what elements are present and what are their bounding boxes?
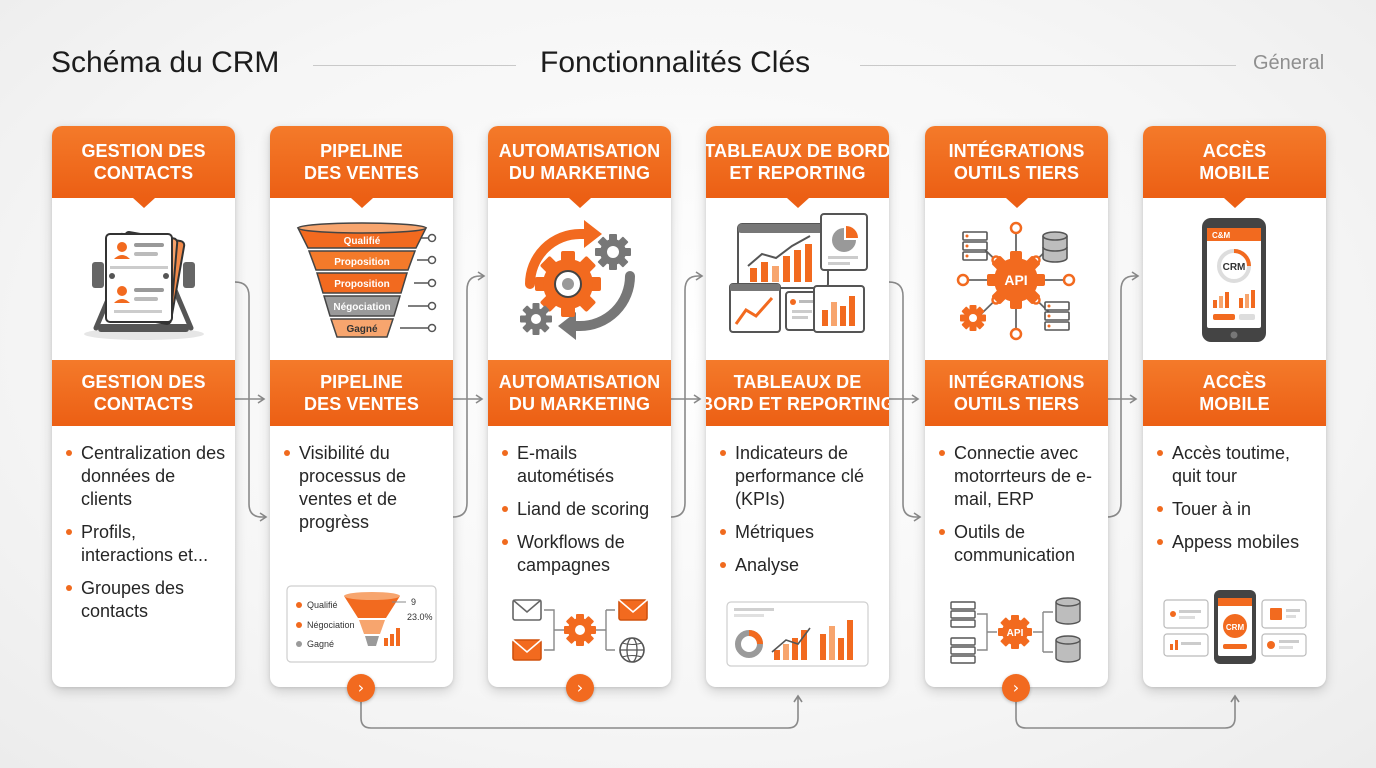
list-item: Outils de communication (939, 521, 1101, 567)
card-label: GESTION DES CONTACTS (52, 360, 235, 426)
header-divider-right (860, 65, 1236, 66)
list-item: Profils, interactions et... (66, 521, 228, 567)
sales-funnel-icon: Qualifié Proposition Proposition Négocia… (296, 222, 437, 338)
list-item: Métriques (720, 521, 882, 544)
card-title: PIPELINE DES VENTES (270, 126, 453, 208)
mini-funnel-report-icon: Qualifié Négociation Gagné 9 23.0% (286, 585, 437, 663)
connector-5-6-lower (1106, 271, 1140, 518)
card-label: AUTOMATISATION DU MARKETING (488, 360, 671, 426)
funnel-stage-label: Qualifié (344, 236, 381, 247)
connector-2-3-lower (452, 271, 486, 518)
mini-mobile-devices-icon: CRM (1163, 590, 1307, 664)
general-label: Géneral (1253, 52, 1325, 74)
card-label: PIPELINE DES VENTES (270, 360, 453, 426)
mini-stage-label: Gagné (307, 639, 334, 649)
next-arrow-button[interactable]: › (566, 674, 594, 702)
connector-4-5-upper (888, 281, 922, 522)
card-integrations-outils: INTÉGRATIONS OUTILS TIERS (925, 126, 1108, 687)
mini-api-integration-icon: API (950, 597, 1081, 664)
mini-stage-label: Négociation (307, 620, 355, 630)
card-pipeline-ventes: PIPELINE DES VENTES Qualifié Proposition… (270, 126, 453, 687)
card-label: TABLEAUX DE BORD ET REPORTING (706, 360, 889, 426)
card-title: INTÉGRATIONS OUTILS TIERS (925, 126, 1108, 208)
card-label: INTÉGRATIONS OUTILS TIERS (925, 360, 1108, 426)
feature-list: Indicateurs de performance clé (KPIs) Mé… (720, 442, 882, 587)
section-title: Fonctionnalités Clés (540, 46, 811, 79)
funnel-stage-label: Gagné (346, 324, 378, 335)
funnel-stage-label: Proposition (334, 279, 390, 290)
card-title: TABLEAUX DE BORD ET REPORTING (706, 126, 889, 208)
phone-header-label: C&M (1212, 231, 1231, 240)
list-item: Accès toutime, quit tour (1157, 442, 1319, 488)
list-item: Analyse (720, 554, 882, 577)
phone-crm-label: CRM (1223, 262, 1246, 273)
next-arrow-button[interactable]: › (1002, 674, 1030, 702)
list-item: Groupes des contacts (66, 577, 228, 623)
rolodex-icon (84, 231, 204, 340)
list-item: Indicateurs de performance clé (KPIs) (720, 442, 882, 511)
list-item: Appess mobiles (1157, 531, 1319, 554)
card-title: GESTION DES CONTACTS (52, 126, 235, 208)
list-item: Workflows de campagnes (502, 531, 664, 577)
api-label: API (1004, 272, 1027, 288)
mini-phone-crm-label: CRM (1226, 623, 1245, 632)
loop-connector-integration-mobile (1015, 694, 1240, 729)
card-label: ACCÈS MOBILE (1143, 360, 1326, 426)
list-item: E-mails autométisés (502, 442, 664, 488)
feature-list: Accès toutime, quit tour Touer à in Appe… (1157, 442, 1319, 564)
smartphone-icon: C&M CRM (1202, 218, 1266, 342)
loop-connector-pipeline-reporting (360, 694, 803, 729)
card-title: AUTOMATISATION DU MARKETING (488, 126, 671, 208)
list-item: Touer à in (1157, 498, 1319, 521)
connector-3-4-lower (670, 271, 704, 518)
next-arrow-button[interactable]: › (347, 674, 375, 702)
card-tableaux-reporting: TABLEAUX DE BORD ET REPORTING TABLEAUX D… (706, 126, 889, 687)
feature-list: Connectie avec motorrteurs de e-mail, ER… (939, 442, 1101, 577)
page-title: Schéma du CRM (51, 46, 280, 79)
funnel-stage-label: Négociation (333, 302, 390, 313)
mini-stage-label: Qualifié (307, 600, 338, 610)
list-item: Centralization des données de clients (66, 442, 228, 511)
feature-list: E-mails autométisés Liand de scoring Wor… (502, 442, 664, 587)
mini-dashboard-icon (726, 601, 869, 667)
card-acces-mobile: ACCÈS MOBILE C&M CRM ACCÈS MOBILE Accès … (1143, 126, 1326, 687)
feature-list: Centralization des données de clients Pr… (66, 442, 228, 633)
api-network-icon: API (956, 221, 1076, 341)
gears-icon (520, 220, 635, 340)
dashboard-charts-icon (729, 213, 868, 333)
feature-list: Visibilité du processus de ventes et de … (284, 442, 446, 544)
funnel-stage-label: Proposition (334, 257, 390, 268)
list-item: Liand de scoring (502, 498, 664, 521)
card-title: ACCÈS MOBILE (1143, 126, 1326, 208)
header-divider-left (313, 65, 516, 66)
card-gestion-contacts: GESTION DES CONTACTS GESTION DES CONTACT… (52, 126, 235, 687)
connector-1-2-upper (234, 281, 268, 522)
card-automatisation-marketing: AUTOMATISATION DU MARKETING (488, 126, 671, 687)
mini-value: 23.0% (407, 612, 433, 622)
mini-api-label: API (1007, 628, 1024, 639)
mini-value: 9 (411, 597, 416, 607)
list-item: Connectie avec motorrteurs de e-mail, ER… (939, 442, 1101, 511)
email-workflow-icon (512, 599, 648, 663)
list-item: Visibilité du processus de ventes et de … (284, 442, 446, 534)
